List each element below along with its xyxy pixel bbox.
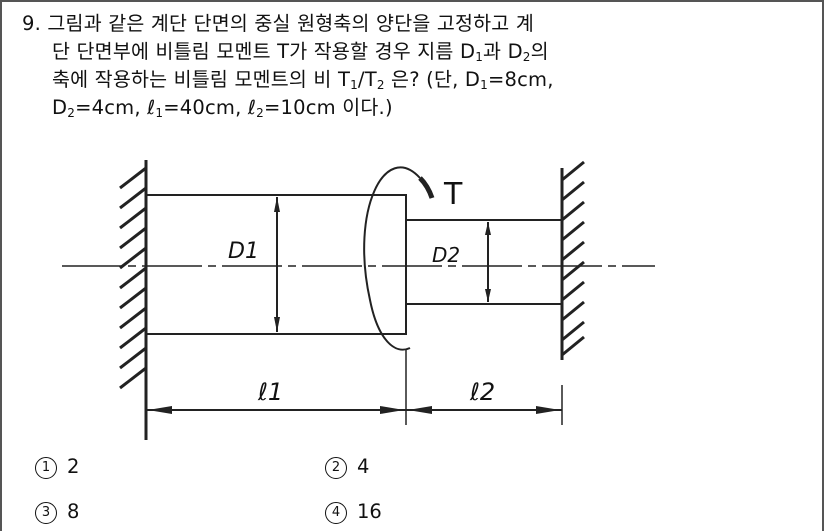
question-line-1: 9. 그림과 같은 계단 단면의 중실 원형축의 양단을 고정하고 계 bbox=[22, 10, 812, 38]
stepped-shaft-diagram: T D1 D2 ℓ1 ℓ2 bbox=[62, 160, 655, 440]
question-text: /T bbox=[357, 68, 377, 91]
choice-marker: 4 bbox=[325, 502, 347, 524]
shaft-section-d1 bbox=[145, 194, 407, 335]
choice-value: 8 bbox=[67, 500, 80, 523]
question-block: 9. 그림과 같은 계단 단면의 중실 원형축의 양단을 고정하고 계 단 단면… bbox=[22, 10, 812, 122]
subscript: 2 bbox=[522, 50, 531, 64]
question-text: 과 D bbox=[483, 40, 523, 63]
subscript: 1 bbox=[475, 50, 484, 64]
choice-value: 2 bbox=[67, 455, 80, 478]
l2-label: ℓ2 bbox=[469, 378, 495, 406]
l1-label: ℓ1 bbox=[257, 378, 283, 406]
choice-value: 16 bbox=[357, 500, 382, 523]
question-text: =8cm, bbox=[487, 68, 554, 91]
torque-loop bbox=[363, 166, 421, 351]
d2-label: D2 bbox=[432, 243, 460, 267]
question-text: 축에 작용하는 비틀림 모멘트의 비 T bbox=[52, 68, 351, 91]
left-wall-hatch bbox=[119, 166, 147, 390]
subscript: 1 bbox=[350, 78, 358, 92]
subscript: 2 bbox=[67, 106, 76, 120]
question-line-3: 축에 작용하는 비틀림 모멘트의 비 T1/T2 은? (단, D1=8cm, bbox=[22, 66, 812, 94]
question-text: 의 bbox=[530, 40, 549, 63]
torque-arrow-icon bbox=[418, 176, 435, 199]
choice-marker: 3 bbox=[35, 502, 57, 524]
question-text: =4cm, ℓ bbox=[75, 96, 156, 119]
question-text: =40cm, ℓ bbox=[163, 96, 257, 119]
question-line-2: 단 단면부에 비틀림 모멘트 T가 작용할 경우 지름 D1과 D2의 bbox=[22, 38, 812, 66]
right-wall-hatch bbox=[561, 160, 585, 357]
d1-label: D1 bbox=[228, 239, 259, 264]
choice-marker: 1 bbox=[35, 457, 57, 479]
question-text: 그림과 같은 계단 단면의 중실 원형축의 양단을 고정하고 계 bbox=[47, 12, 534, 35]
subscript: 2 bbox=[256, 106, 264, 120]
torque-label: T bbox=[443, 177, 463, 212]
question-text: =10cm 이다.) bbox=[264, 96, 393, 119]
subscript: 1 bbox=[155, 106, 164, 120]
question-number: 9. bbox=[22, 12, 42, 35]
question-text: D bbox=[52, 96, 68, 119]
choice-marker: 2 bbox=[325, 457, 347, 479]
choice-4[interactable]: 4 16 bbox=[325, 500, 382, 524]
question-line-4: D2=4cm, ℓ1=40cm, ℓ2=10cm 이다.) bbox=[22, 94, 812, 122]
choice-value: 4 bbox=[357, 455, 370, 478]
subscript: 2 bbox=[376, 78, 385, 92]
question-text: 은? (단, D bbox=[384, 68, 481, 91]
subscript: 1 bbox=[480, 78, 488, 92]
question-text: 단 단면부에 비틀림 모멘트 T가 작용할 경우 지름 D bbox=[52, 40, 476, 63]
